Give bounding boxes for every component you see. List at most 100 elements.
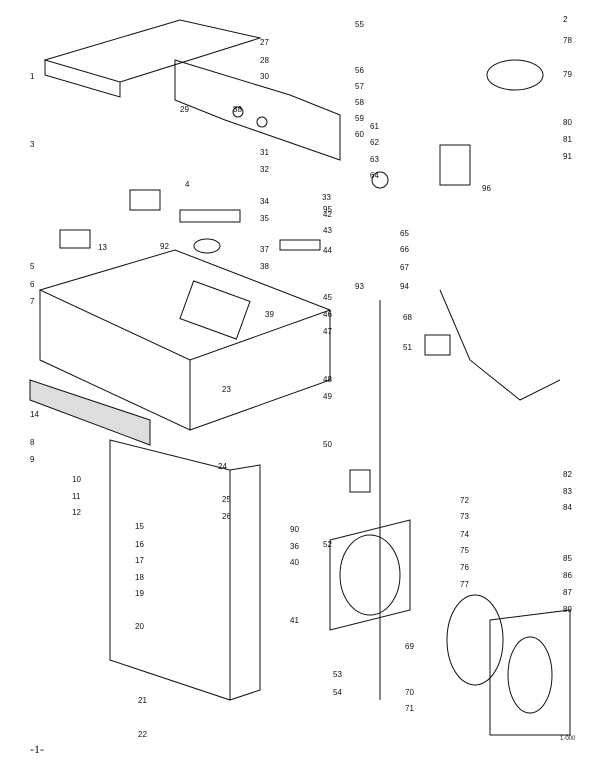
part-ref: 3 (30, 140, 35, 149)
part-ref: 51 (403, 343, 412, 352)
door-window (507, 636, 553, 714)
top-panel-edge (44, 60, 121, 98)
motor-assembly (179, 280, 251, 340)
part-ref: 96 (482, 184, 491, 193)
part-ref: 73 (460, 512, 469, 521)
part-ref: 70 (405, 688, 414, 697)
part-ref: 69 (405, 642, 414, 651)
part-ref: 54 (333, 688, 342, 697)
wire-harness (439, 289, 561, 401)
part-ref: 31 (260, 148, 269, 157)
part-ref: 28 (260, 56, 269, 65)
part-ref: 61 (370, 122, 379, 131)
part-ref: 4 (185, 180, 190, 189)
console-knob (232, 106, 244, 118)
hose-coil (486, 59, 544, 91)
part-ref: 52 (323, 540, 332, 549)
part-ref: 93 (355, 282, 364, 291)
part-ref: 24 (218, 462, 227, 471)
part-ref: 76 (460, 563, 469, 572)
part-ref: 43 (323, 226, 332, 235)
part-ref: 92 (160, 242, 169, 251)
part-ref: 18 (135, 573, 144, 582)
part-ref: 71 (405, 704, 414, 713)
part-ref: 72 (460, 496, 469, 505)
drawing-code: 1-000 (560, 736, 576, 742)
part-ref: 83 (563, 487, 572, 496)
part-ref: 46 (323, 310, 332, 319)
part-ref: 40 (290, 558, 299, 567)
part-ref: 74 (460, 530, 469, 539)
part-ref: 8 (30, 438, 35, 447)
cabinet-side (189, 310, 331, 431)
part-ref: 55 (355, 20, 364, 29)
part-ref: 64 (370, 171, 379, 180)
part-ref: 19 (135, 589, 144, 598)
part-ref: 79 (563, 70, 572, 79)
pulley (193, 238, 221, 254)
part-ref: 88 (233, 105, 242, 114)
cabinet-front (39, 290, 191, 431)
lower-frame (109, 439, 231, 701)
part-ref: 60 (355, 130, 364, 139)
part-ref: 62 (370, 138, 379, 147)
part-ref: 65 (400, 229, 409, 238)
part-ref: 9 (30, 455, 35, 464)
part-ref: 37 (260, 245, 269, 254)
part-ref: 78 (563, 36, 572, 45)
part-ref: 75 (460, 546, 469, 555)
drum (446, 594, 504, 686)
part-ref: 15 (135, 522, 144, 531)
part-ref: 14 (30, 410, 39, 419)
part-ref: 35 (260, 214, 269, 223)
part-ref: 45 (323, 293, 332, 302)
part-ref: 41 (290, 616, 299, 625)
part-ref: 12 (72, 508, 81, 517)
part-ref: 5 (30, 262, 35, 271)
lid-panel (29, 379, 151, 446)
part-ref: 25 (222, 495, 231, 504)
tub-front-panel (329, 519, 411, 631)
part-ref: 23 (222, 385, 231, 394)
door-panel (489, 609, 571, 736)
part-ref: 68 (403, 313, 412, 322)
part-ref: 10 (72, 475, 81, 484)
timer-knob (371, 171, 389, 189)
part-ref: 16 (135, 540, 144, 549)
part-ref: 2 (563, 15, 568, 24)
part-ref: 89 (563, 605, 572, 614)
part-ref: 53 (333, 670, 342, 679)
part-ref: 95 (323, 205, 332, 214)
tub-opening (339, 534, 401, 616)
part-ref: 50 (323, 440, 332, 449)
part-ref: 42 (323, 210, 332, 219)
part-ref: 17 (135, 556, 144, 565)
part-ref: 77 (460, 580, 469, 589)
part-ref: 27 (260, 38, 269, 47)
switch-box (129, 189, 161, 211)
part-ref: 87 (563, 588, 572, 597)
page-number: -1- (30, 742, 44, 756)
part-ref: 44 (323, 246, 332, 255)
part-ref: 59 (355, 114, 364, 123)
part-ref: 49 (323, 392, 332, 401)
part-ref: 81 (563, 135, 572, 144)
part-ref: 39 (265, 310, 274, 319)
part-ref: 7 (30, 297, 35, 306)
part-ref: 67 (400, 263, 409, 272)
part-ref: 66 (400, 245, 409, 254)
part-ref: 48 (323, 375, 332, 384)
part-ref: 90 (290, 525, 299, 534)
part-ref: 80 (563, 118, 572, 127)
part-ref: 30 (260, 72, 269, 81)
part-ref: 13 (98, 243, 107, 252)
part-ref: 22 (138, 730, 147, 739)
part-ref: 32 (260, 165, 269, 174)
part-ref: 26 (222, 512, 231, 521)
bracket (179, 209, 241, 223)
part-ref: 58 (355, 98, 364, 107)
part-ref: 94 (400, 282, 409, 291)
part-ref: 1 (30, 72, 35, 81)
